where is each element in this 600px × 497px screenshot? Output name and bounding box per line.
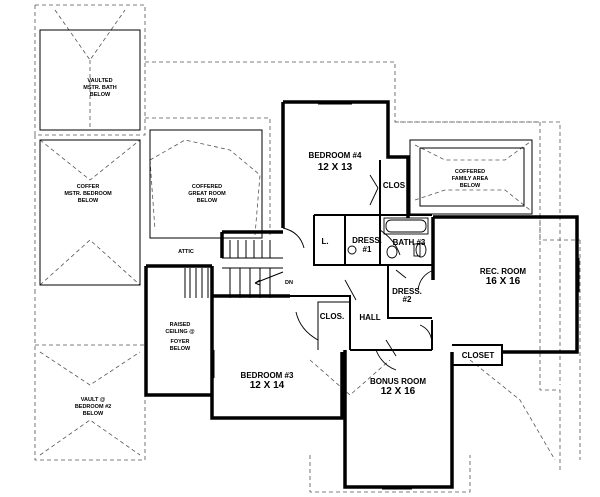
svg-text:BEDROOM #4: BEDROOM #4 — [309, 151, 362, 160]
label-coffered-family-area: COFFERED FAMILY AREA BELOW — [452, 169, 488, 189]
svg-text:CEILING @: CEILING @ — [165, 329, 195, 335]
stairs — [184, 240, 284, 298]
svg-text:BELOW: BELOW — [197, 198, 218, 204]
svg-text:DRESS.: DRESS. — [392, 287, 422, 296]
label-dress-2: DRESS. #2 — [392, 287, 422, 304]
svg-text:12 X 16: 12 X 16 — [381, 386, 416, 397]
bath-fixtures — [347, 217, 429, 259]
svg-text:BEDROOM #2: BEDROOM #2 — [75, 404, 111, 410]
label-clos-bedroom-4: CLOS — [383, 181, 406, 190]
svg-text:12 X 13: 12 X 13 — [318, 162, 353, 173]
svg-text:12 X 14: 12 X 14 — [250, 380, 285, 391]
label-raised-ceiling-foyer: RAISED CEILING @ FOYER BELOW — [165, 322, 195, 352]
lower-floor-outline — [34, 4, 581, 493]
svg-text:BEDROOM #3: BEDROOM #3 — [241, 371, 294, 380]
svg-text:REC. ROOM: REC. ROOM — [480, 267, 527, 276]
svg-text:FAMILY AREA: FAMILY AREA — [452, 176, 488, 182]
label-coffered-great-room: COFFERED GREAT ROOM BELOW — [188, 184, 226, 204]
svg-text:FOYER: FOYER — [171, 339, 190, 345]
svg-text:COFFERED: COFFERED — [192, 184, 222, 190]
label-coffer-master-bedroom: COFFER MSTR. BEDROOM BELOW — [64, 184, 112, 204]
coffer-outlines — [39, 29, 533, 286]
interior-walls — [145, 160, 503, 395]
svg-text:COFFER: COFFER — [77, 184, 100, 190]
label-clos-bedroom-3: CLOS. — [320, 312, 344, 321]
svg-text:VAULT @: VAULT @ — [81, 397, 106, 403]
label-dress-1: DRESS. #1 — [352, 236, 382, 254]
svg-text:GREAT ROOM: GREAT ROOM — [188, 191, 226, 197]
label-stair-dn: DN — [285, 280, 293, 286]
svg-text:DRESS.: DRESS. — [352, 236, 382, 245]
label-attic: ATTIC — [178, 249, 194, 255]
label-closet: CLOSET — [462, 351, 495, 360]
label-rec-room: REC. ROOM 16 X 16 — [480, 267, 527, 287]
svg-text:16 X 16: 16 X 16 — [486, 276, 521, 287]
label-hall: HALL — [359, 313, 380, 322]
label-bedroom-3: BEDROOM #3 12 X 14 — [241, 371, 294, 391]
label-linen: L. — [321, 237, 328, 246]
exterior-walls — [144, 100, 579, 489]
doors — [282, 174, 435, 371]
svg-text:BELOW: BELOW — [460, 183, 481, 189]
svg-text:MSTR. BATH: MSTR. BATH — [83, 85, 117, 91]
svg-text:BELOW: BELOW — [90, 92, 111, 98]
label-bonus-room: BONUS ROOM 12 X 16 — [370, 377, 426, 397]
label-bedroom-4: BEDROOM #4 12 X 13 — [309, 151, 362, 173]
label-bath-3: BATH #3 — [393, 238, 426, 247]
svg-text:COFFERED: COFFERED — [455, 169, 485, 175]
label-vault-bedroom-2: VAULT @ BEDROOM #2 BELOW — [75, 397, 111, 417]
svg-text:BELOW: BELOW — [83, 411, 104, 417]
label-vaulted-master-bath: VAULTED MSTR. BATH BELOW — [83, 78, 117, 98]
windows — [145, 100, 580, 490]
svg-text:BELOW: BELOW — [170, 346, 191, 352]
svg-text:BONUS ROOM: BONUS ROOM — [370, 377, 426, 386]
svg-text:BELOW: BELOW — [78, 198, 99, 204]
svg-text:#1: #1 — [363, 245, 372, 254]
svg-text:MSTR. BEDROOM: MSTR. BEDROOM — [64, 191, 112, 197]
svg-text:#2: #2 — [403, 295, 412, 304]
svg-text:RAISED: RAISED — [170, 322, 191, 328]
svg-text:VAULTED: VAULTED — [87, 78, 112, 84]
